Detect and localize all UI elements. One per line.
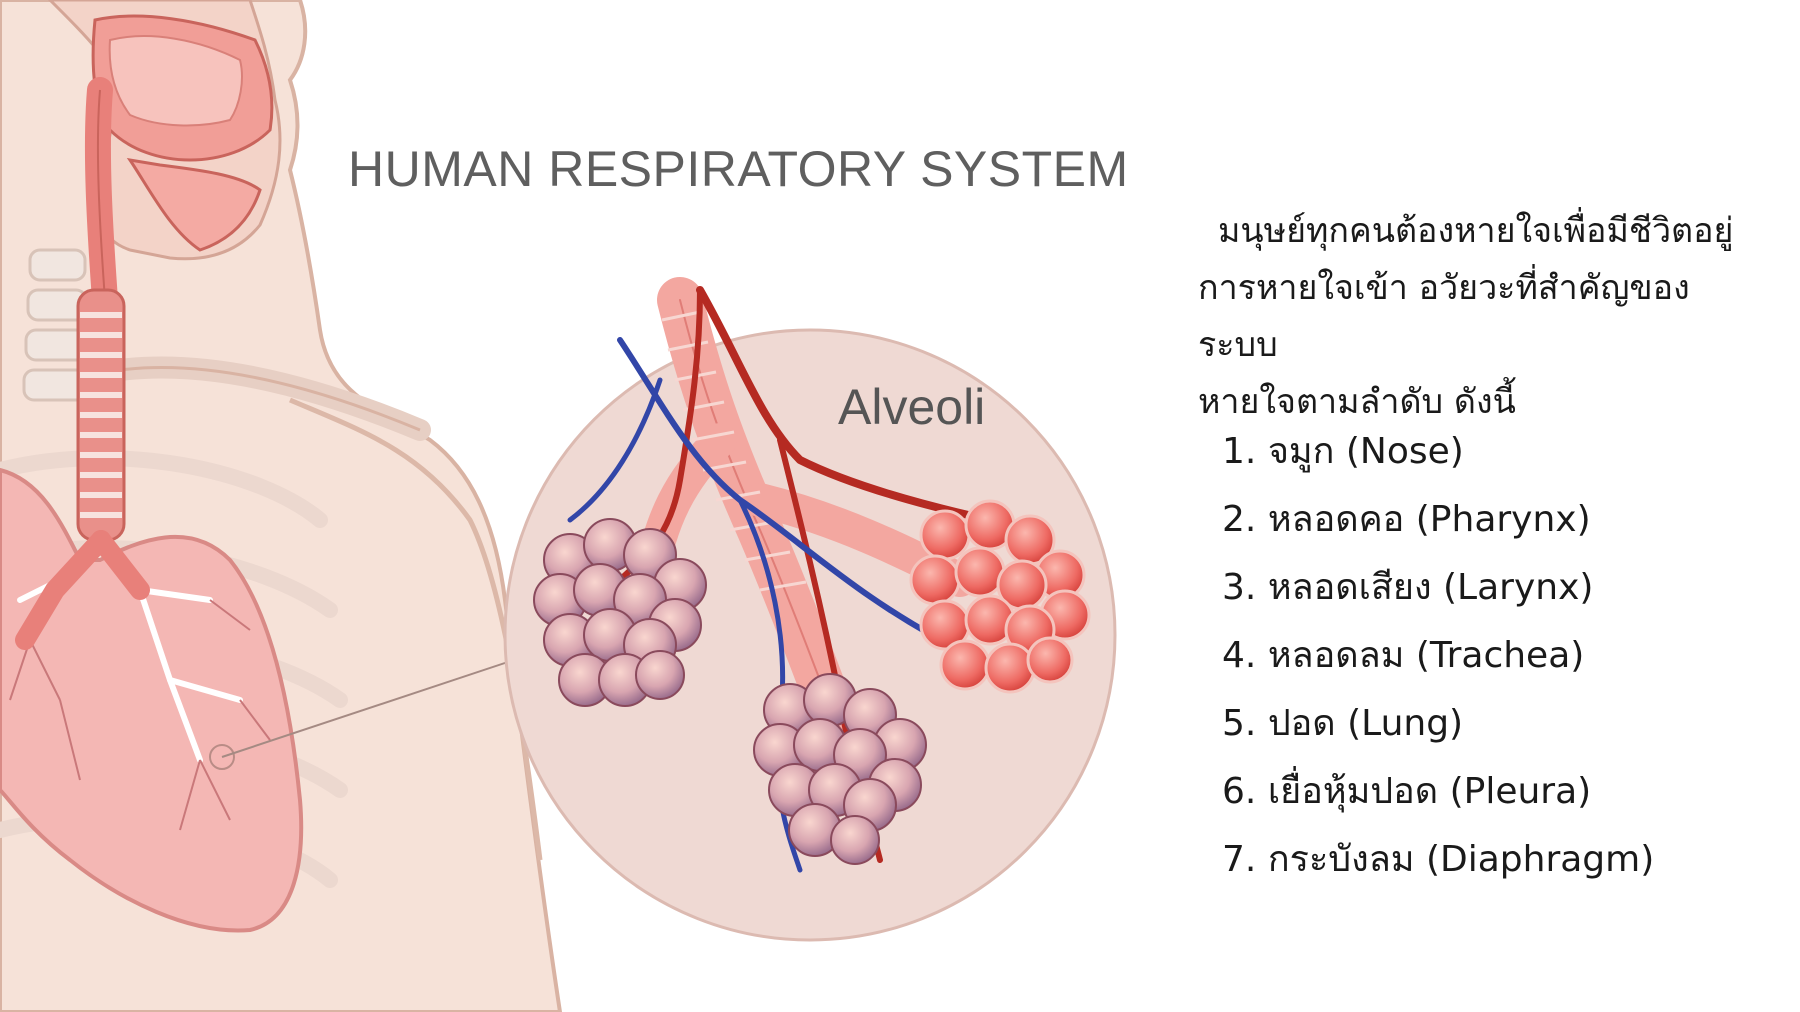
organ-item: 4. หลอดลม (Trachea): [1222, 622, 1654, 690]
organ-number: 1.: [1222, 431, 1257, 472]
organ-text: หลอดเสียง (Larynx): [1267, 567, 1594, 608]
organ-text: เยื่อหุ้มปอด (Pleura): [1267, 771, 1592, 812]
organ-item: 2. หลอดคอ (Pharynx): [1222, 486, 1654, 554]
intro-line-3: หายใจตามลำดับ ดังนี้: [1198, 382, 1516, 422]
organ-number: 6.: [1222, 771, 1257, 812]
organ-text: หลอดลม (Trachea): [1267, 635, 1585, 676]
alveoli-label: Alveoli: [838, 379, 986, 435]
alveolar-sac-section: [909, 499, 1091, 694]
organ-text: จมูก (Nose): [1267, 431, 1464, 472]
organ-text: หลอดคอ (Pharynx): [1267, 499, 1591, 540]
nasal-cavity: [91, 14, 274, 252]
organ-text: กระบังลม (Diaphragm): [1267, 839, 1655, 880]
bronchi: [15, 530, 150, 650]
alveoli-inset: [503, 277, 1117, 942]
diagram-title: HUMAN RESPIRATORY SYSTEM: [348, 141, 1129, 197]
intro-line-1: มนุษย์ทุกคนต้องหายใจเพื่อมีชีวิตอยู่: [1218, 211, 1734, 251]
organ-item: 6. เยื่อหุ้มปอด (Pleura): [1222, 758, 1654, 826]
alveolar-sac-left: [533, 518, 707, 707]
trachea: [76, 288, 126, 542]
intro-line-2: การหายใจเข้า อวัยวะที่สำคัญของระบบ: [1198, 268, 1690, 365]
pharynx: [84, 77, 118, 313]
organ-number: 5.: [1222, 703, 1257, 744]
organ-number: 7.: [1222, 839, 1257, 880]
organ-number: 2.: [1222, 499, 1257, 540]
organ-item: 7. กระบังลม (Diaphragm): [1222, 826, 1654, 894]
alveolar-sac-bottom: [753, 673, 927, 865]
organ-item: 1. จมูก (Nose): [1222, 418, 1654, 486]
organ-number: 3.: [1222, 567, 1257, 608]
leader-line: [221, 647, 551, 758]
organ-item: 5. ปอด (Lung): [1222, 690, 1654, 758]
lung: [0, 467, 304, 933]
organ-list: 1. จมูก (Nose) 2. หลอดคอ (Pharynx) 3. หล…: [1222, 418, 1654, 894]
organ-number: 4.: [1222, 635, 1257, 676]
organ-text: ปอด (Lung): [1267, 703, 1464, 744]
organ-item: 3. หลอดเสียง (Larynx): [1222, 554, 1654, 622]
intro-paragraph: มนุษย์ทุกคนต้องหายใจเพื่อมีชีวิตอยู่ การ…: [1198, 203, 1758, 431]
